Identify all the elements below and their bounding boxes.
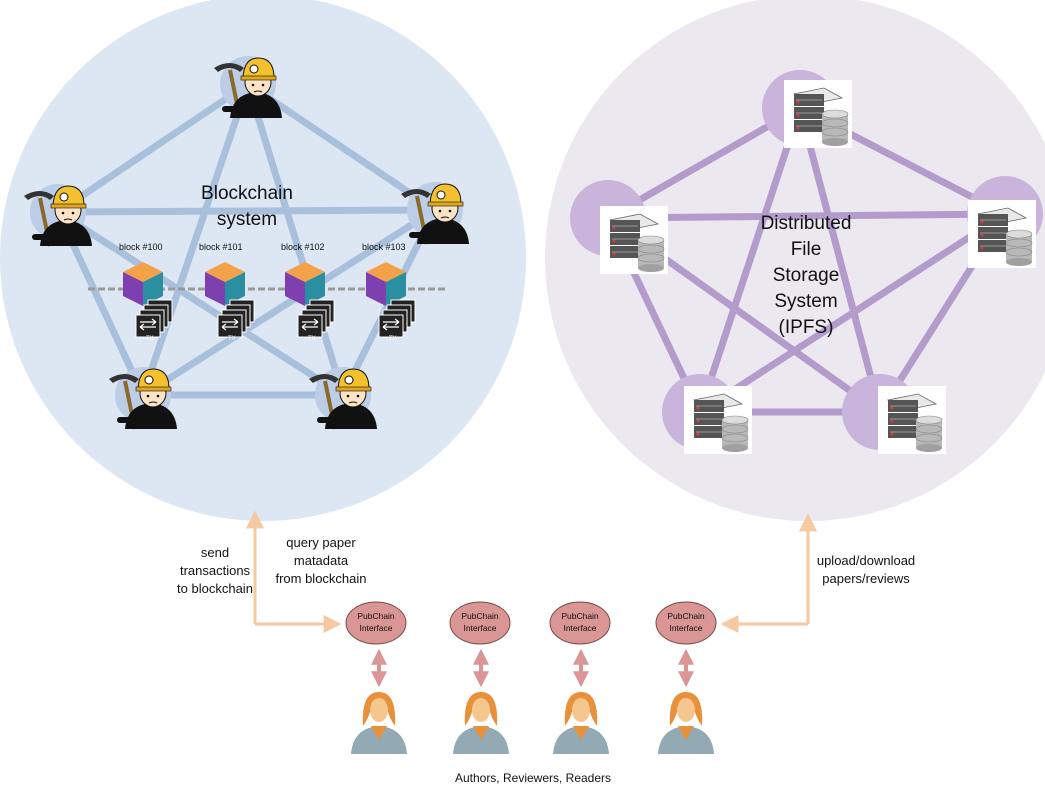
- storage-nodes: [570, 70, 1043, 455]
- tx-label-0: TX: [146, 336, 154, 342]
- tx-label-2: TX: [308, 336, 316, 342]
- upload-label-line2: papers/reviews: [822, 571, 910, 586]
- upload-label-line1: upload/download: [817, 553, 915, 568]
- storage-title-line1: Distributed: [761, 213, 852, 234]
- query-label-line3: from blockchain: [275, 571, 366, 586]
- interfaces: [345, 601, 717, 645]
- query-label-line2: matadata: [294, 553, 349, 568]
- users: [351, 692, 714, 754]
- users-caption: Authors, Reviewers, Readers: [455, 771, 611, 785]
- interface-2-line1: PubChain: [461, 611, 499, 621]
- send-label-line2: transactions: [180, 563, 251, 578]
- interface-4-line1: PubChain: [667, 611, 705, 621]
- blockchain-network-lines: [53, 79, 440, 399]
- block-label-103: block #103: [362, 242, 406, 252]
- interface-1-line2: Interface: [359, 623, 392, 633]
- storage-title-line2: File: [791, 239, 822, 260]
- send-label-line1: send: [201, 545, 229, 560]
- storage-title-line5: (IPFS): [779, 317, 834, 338]
- block-label-100: block #100: [119, 242, 163, 252]
- blockchain-title-line2: system: [217, 209, 277, 230]
- tx-label-1: TX: [228, 336, 236, 342]
- storage-title-line3: Storage: [773, 265, 840, 286]
- send-label-line3: to blockchain: [177, 581, 253, 596]
- query-label-line1: query paper: [286, 535, 356, 550]
- orange-arrows: [246, 510, 817, 633]
- interface-2-line2: Interface: [463, 623, 496, 633]
- interface-3-line2: Interface: [563, 623, 596, 633]
- interface-user-arrows: [371, 648, 694, 688]
- interface-4-line2: Interface: [669, 623, 702, 633]
- storage-title-line4: System: [774, 291, 837, 312]
- interface-3-line1: PubChain: [561, 611, 599, 621]
- block-label-101: block #101: [199, 242, 243, 252]
- interface-1-line1: PubChain: [357, 611, 395, 621]
- block-label-102: block #102: [281, 242, 325, 252]
- tx-label-3: TX: [389, 336, 397, 342]
- blockchain-title-line1: Blockchain: [201, 183, 293, 204]
